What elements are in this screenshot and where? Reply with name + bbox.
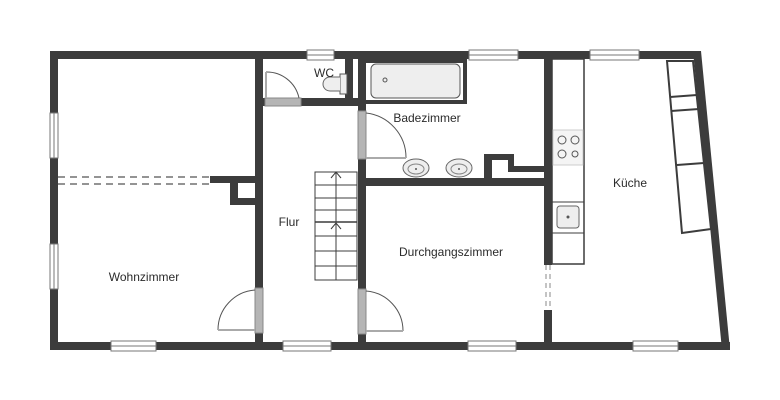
doors bbox=[217, 71, 407, 335]
toilet bbox=[322, 73, 348, 95]
room-label-badezimmer: Badezimmer bbox=[393, 111, 461, 125]
room-label-durchgangszimmer: Durchgangszimmer bbox=[398, 245, 504, 259]
exterior-wall-right bbox=[693, 51, 730, 350]
room-label-wc: WC bbox=[314, 66, 334, 80]
room-label-flur: Flur bbox=[278, 215, 300, 229]
windows bbox=[49, 49, 679, 352]
staircase bbox=[314, 171, 358, 281]
bathtub bbox=[370, 63, 461, 99]
kitchen-sink bbox=[556, 205, 580, 229]
interior-walls bbox=[210, 51, 552, 350]
room-label-kueche: Küche bbox=[612, 176, 648, 190]
kitchen-counter bbox=[551, 58, 585, 265]
sinks bbox=[402, 158, 473, 178]
room-label-wohnzimmer: Wohnzimmer bbox=[108, 270, 180, 284]
exterior-walls bbox=[50, 51, 730, 350]
kitchen-cabinets-right bbox=[665, 60, 713, 235]
wall-opening-kueche bbox=[544, 265, 552, 310]
stove-icon bbox=[557, 135, 580, 159]
dashed-divider bbox=[58, 176, 210, 185]
